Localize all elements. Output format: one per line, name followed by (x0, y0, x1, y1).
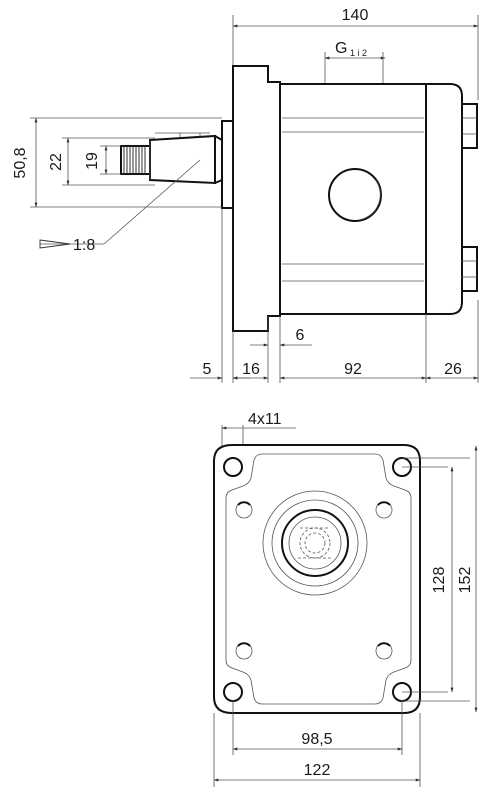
dim-92-label: 92 (344, 361, 362, 378)
shaft-seal (281, 509, 349, 577)
port-sub-label: 1 i 2 (350, 48, 367, 58)
taper-label: 1:8 (73, 237, 95, 254)
front-flange-outer (213, 444, 421, 714)
dim-26-label: 26 (444, 361, 462, 378)
dim-5-label: 5 (203, 361, 212, 378)
bolt-top (461, 103, 478, 149)
side-view: 140 G 1 i 2 (12, 7, 479, 383)
holes-label: 4x11 (248, 411, 282, 428)
dim-128-label: 128 (431, 567, 448, 594)
dim-98-5-label: 98,5 (301, 731, 332, 748)
dim-50-8-label: 50,8 (12, 147, 29, 178)
dim-16-label: 16 (242, 361, 260, 378)
dim-6-label: 6 (296, 327, 305, 344)
mounting-flange (232, 65, 281, 332)
front-flange-inner (225, 453, 412, 705)
bolt-bottom (461, 246, 478, 292)
dim-19-label: 19 (84, 152, 101, 170)
port-label: G (335, 40, 347, 57)
end-cover (425, 83, 463, 315)
dim-140-label: 140 (342, 7, 369, 24)
dim-122-label: 122 (304, 762, 331, 779)
dim-152-label: 152 (457, 567, 474, 594)
pump-body (279, 83, 427, 315)
spigot (221, 120, 234, 209)
taper-symbol (39, 239, 71, 249)
mounting-hole-tl (223, 457, 243, 477)
front-view: 4x11 (213, 411, 478, 787)
tapered-shaft (149, 134, 216, 185)
bolt-heads (235, 501, 393, 660)
central-boss (262, 490, 368, 596)
dim-22-label: 22 (48, 153, 65, 171)
